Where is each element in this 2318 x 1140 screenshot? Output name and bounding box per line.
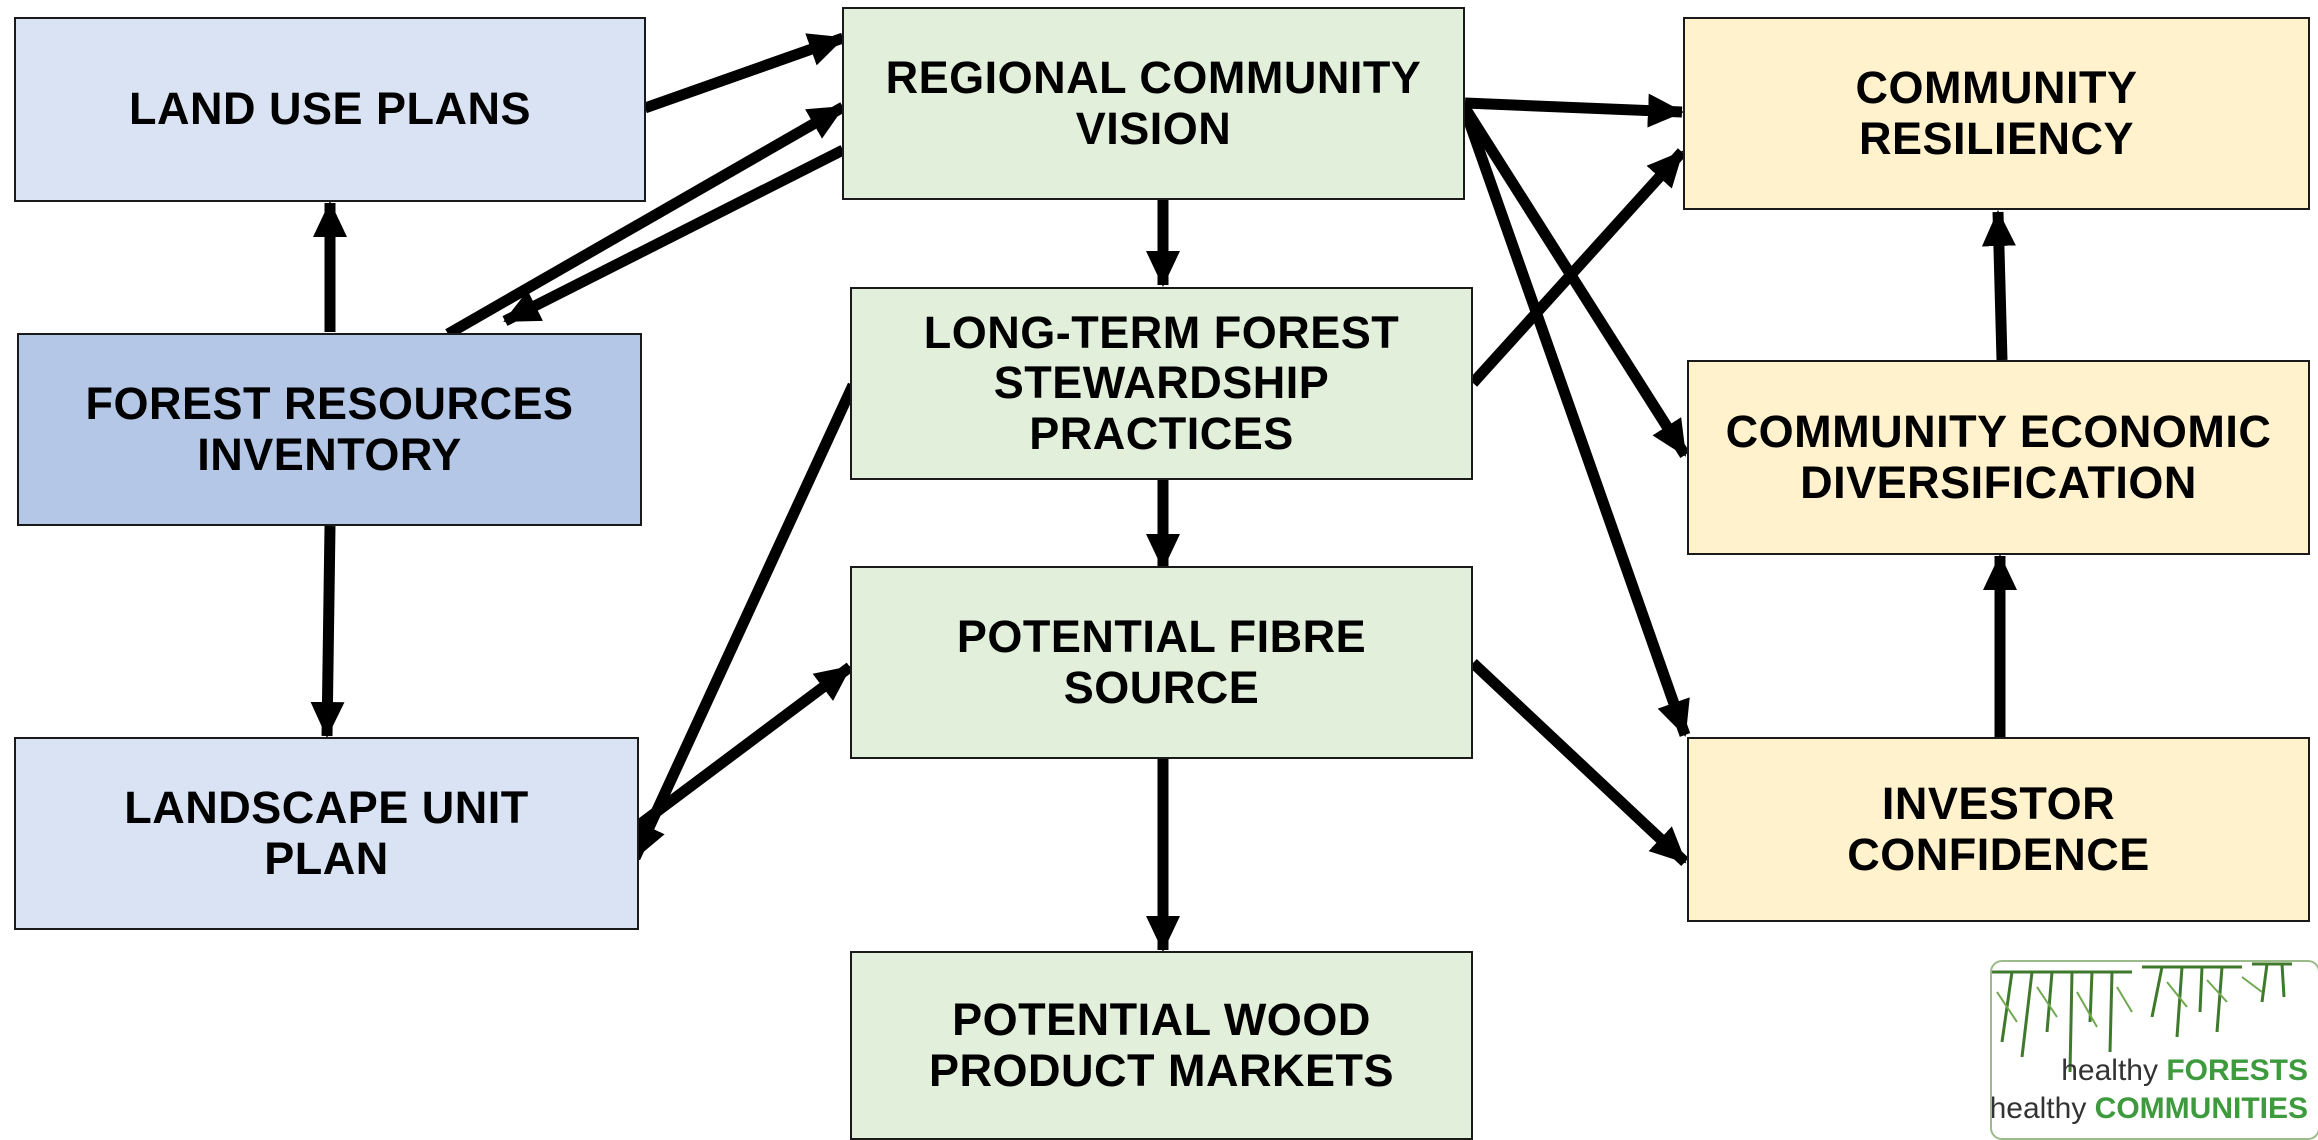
box-long-term-forest-stewardship: LONG-TERM FOREST STEWARDSHIP PRACTICES: [850, 287, 1473, 480]
logo-text-healthy-1: healthy: [2061, 1054, 2158, 1087]
box-community-resiliency: COMMUNITY RESILIENCY: [1683, 17, 2310, 210]
arrow-vision-to-resiliency: [1464, 93, 1684, 128]
logo-text-healthy-2: healthy: [1990, 1092, 2087, 1125]
arrow-fibre-to-investor: [1469, 658, 1689, 867]
arrow-vision-to-economic: [1460, 105, 1690, 458]
box-potential-wood-product-markets-label: POTENTIAL WOOD PRODUCT MARKETS: [929, 994, 1394, 1096]
logo-text-forests: healthy FORESTS: [2061, 1054, 2308, 1088]
arrow-landuse-to-vision: [643, 32, 845, 114]
arrow-vision-to-inventory: [502, 145, 846, 326]
arrow-stewardship-to-resiliency: [1468, 148, 1687, 387]
healthy-forests-logo: healthy FORESTS healthy COMMUNITIES: [1990, 960, 2318, 1140]
box-potential-fibre-source-label: POTENTIAL FIBRE SOURCE: [956, 611, 1367, 713]
box-potential-wood-product-markets: POTENTIAL WOOD PRODUCT MARKETS: [850, 951, 1473, 1140]
box-investor-confidence: INVESTOR CONFIDENCE: [1687, 737, 2310, 922]
box-community-economic-diversification-label: COMMUNITY ECONOMIC DIVERSIFICATION: [1725, 406, 2272, 508]
logo-text-communities-word: COMMUNITIES: [2094, 1092, 2308, 1125]
box-land-use-plans-label: LAND USE PLANS: [128, 83, 532, 135]
box-investor-confidence-label: INVESTOR CONFIDENCE: [1847, 778, 2150, 880]
box-landscape-unit-plan-label: LANDSCAPE UNIT PLAN: [124, 782, 529, 884]
logo-text-forests-word: FORESTS: [2166, 1054, 2308, 1087]
fir-branch-icon: [1992, 962, 2292, 1073]
box-landscape-unit-plan: LANDSCAPE UNIT PLAN: [14, 737, 639, 930]
box-forest-resources-inventory-label: FOREST RESOURCES INVENTORY: [85, 378, 574, 480]
box-forest-resources-inventory: FOREST RESOURCES INVENTORY: [17, 333, 642, 526]
logo-text-communities: healthy COMMUNITIES: [1990, 1092, 2308, 1126]
box-potential-fibre-source: POTENTIAL FIBRE SOURCE: [850, 566, 1473, 759]
box-long-term-forest-stewardship-label: LONG-TERM FOREST STEWARDSHIP PRACTICES: [923, 306, 1400, 459]
arrow-inventory-to-landscape: [310, 525, 345, 738]
box-community-economic-diversification: COMMUNITY ECONOMIC DIVERSIFICATION: [1687, 360, 2310, 555]
box-regional-community-vision-label: REGIONAL COMMUNITY VISION: [885, 52, 1422, 154]
box-land-use-plans: LAND USE PLANS: [14, 17, 646, 202]
box-regional-community-vision: REGIONAL COMMUNITY VISION: [842, 7, 1465, 200]
arrow-vision-to-investor: [1459, 108, 1691, 737]
box-community-resiliency-label: COMMUNITY RESILIENCY: [1855, 62, 2138, 164]
arrow-economic-to-resiliency: [1981, 210, 2016, 361]
arrow-stewardship-to-landscape: [630, 382, 858, 861]
arrow-landscape-to-fibre: [631, 662, 854, 833]
